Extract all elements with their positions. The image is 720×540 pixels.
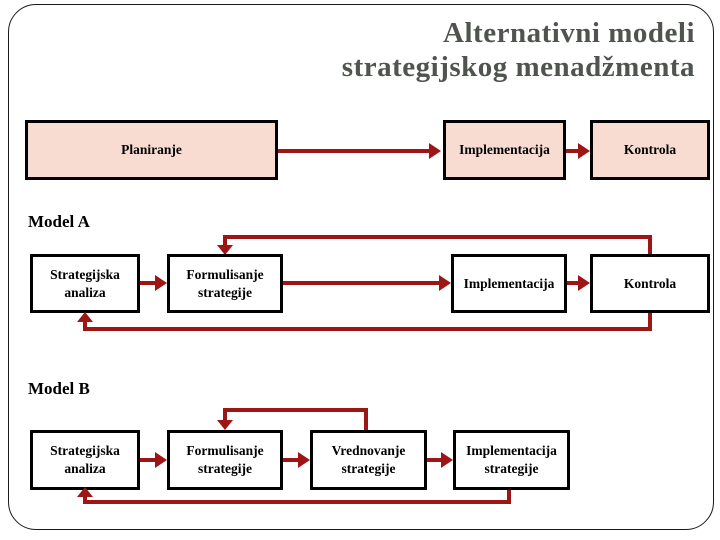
arrow-b-analiza-formulisanje-head	[155, 452, 167, 468]
feedback-a-bottom-right-connector	[648, 313, 652, 331]
label-model-a: Model A	[28, 212, 90, 231]
arrow-planiranje-implementacija-head	[429, 143, 441, 159]
box-kontrola-a: Kontrola	[590, 254, 710, 313]
slide-title-line1: Alternativni modeli	[443, 17, 695, 49]
feedback-b-top-left-connector	[223, 408, 227, 421]
feedback-a-bottom-left-connector	[83, 320, 87, 331]
box-formulisanje-b: Formulisanje strategije	[167, 430, 283, 490]
arrow-a-analiza-formulisanje-line	[140, 281, 156, 285]
feedback-a-bottom-line	[83, 327, 652, 331]
feedback-b-bottom-right-connector	[507, 490, 511, 504]
arrow-a-formulisanje-implementacija-head	[439, 275, 451, 291]
arrow-a-analiza-formulisanje-head	[155, 275, 167, 291]
feedback-a-bottom-arrowhead	[77, 312, 93, 322]
box-planiranje: Planiranje	[25, 120, 278, 180]
slide-title: Alternativni modeli strategijskog menadž…	[342, 16, 695, 84]
arrow-b-analiza-formulisanje-line	[140, 458, 156, 462]
box-implementacija-top: Implementacija	[443, 120, 566, 180]
arrow-b-vrednovanje-implementacija-line	[427, 458, 442, 462]
box-implementacija-a: Implementacija	[451, 254, 567, 313]
feedback-b-bottom-line	[83, 500, 511, 504]
feedback-a-top-right-connector	[648, 235, 652, 254]
feedback-a-top-line	[223, 235, 652, 239]
arrow-a-implementacija-kontrola-head	[578, 275, 590, 291]
box-formulisanje-a: Formulisanje strategije	[167, 254, 283, 313]
slide-title-line2: strategijskog menadžmenta	[341, 51, 695, 83]
arrow-b-formulisanje-vrednovanje-head	[298, 452, 310, 468]
feedback-b-top-right-connector	[364, 408, 368, 430]
arrow-implementacija-kontrola-line	[566, 149, 580, 153]
feedback-b-bottom-left-connector	[83, 496, 87, 504]
feedback-b-bottom-arrowhead	[77, 487, 93, 497]
box-implementacija-b: Implementacija strategije	[453, 430, 570, 490]
box-strategijska-analiza-a: Strategijska analiza	[30, 254, 140, 313]
arrow-a-implementacija-kontrola-line	[567, 281, 579, 285]
feedback-b-top-line	[223, 408, 368, 412]
slide-border-frame	[8, 4, 714, 530]
box-kontrola-top: Kontrola	[590, 120, 710, 180]
arrow-implementacija-kontrola-head	[578, 143, 590, 159]
feedback-b-top-arrowhead	[217, 420, 233, 430]
arrow-b-vrednovanje-implementacija-head	[441, 452, 453, 468]
feedback-a-top-arrowhead	[217, 245, 233, 255]
arrow-planiranje-implementacija-line	[278, 149, 430, 153]
feedback-a-top-left-connector	[223, 235, 227, 246]
box-strategijska-analiza-b: Strategijska analiza	[30, 430, 140, 490]
label-model-b: Model B	[28, 379, 90, 398]
box-vrednovanje-b: Vrednovanje strategije	[310, 430, 427, 490]
arrow-b-formulisanje-vrednovanje-line	[283, 458, 299, 462]
arrow-a-formulisanje-implementacija-line	[283, 281, 440, 285]
